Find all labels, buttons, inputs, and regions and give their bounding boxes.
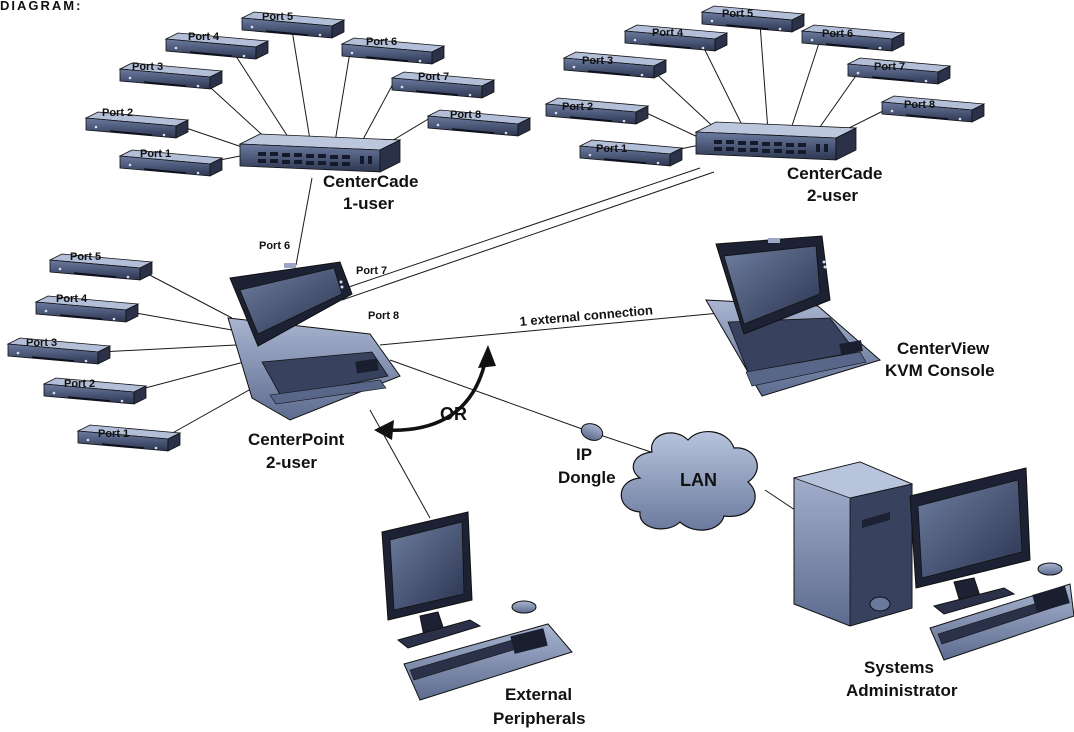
or-double-arrow	[374, 345, 496, 440]
centerpoint-name: CenterPoint	[248, 430, 345, 449]
cc1-port-label: Port 8	[450, 109, 481, 121]
cp-port-8-label: Port 8	[368, 310, 399, 322]
centercade-1-users: 1-user	[343, 194, 394, 213]
centerpoint-users: 2-user	[266, 453, 317, 472]
cc1-port-label: Port 5	[262, 11, 293, 23]
centercade-2-switch	[695, 121, 857, 161]
centerview-console	[705, 235, 882, 397]
cc2-port-label: Port 7	[874, 61, 905, 73]
cc1-port-label: Port 1	[140, 148, 171, 160]
lan-cloud	[620, 431, 758, 531]
ip-dongle	[580, 423, 604, 441]
cc2-port-label: Port 3	[582, 55, 613, 67]
external-connection-label: 1 external connection	[519, 302, 654, 329]
cc2-server-3	[563, 51, 667, 79]
diagram-header: DIAGRAM:	[0, 0, 82, 13]
lan-label: LAN	[680, 470, 717, 490]
centerview-subtitle: KVM Console	[885, 361, 995, 380]
centercade-1-switch	[239, 133, 401, 173]
systems-administrator-workstation	[792, 461, 1074, 661]
centerpoint-servers	[7, 253, 181, 452]
centerview-name: CenterView	[897, 339, 990, 358]
centercade-2-port-labels: Port 1 Port 2 Port 3 Port 4 Port 5 Port …	[562, 8, 935, 155]
centercade-2-name: CenterCade	[787, 164, 882, 183]
cc2-port-label: Port 8	[904, 99, 935, 111]
centerpoint-console	[227, 261, 401, 421]
cc1-port-label: Port 2	[102, 107, 133, 119]
cc1-port-label: Port 7	[418, 71, 449, 83]
ip-dongle-label-line2: Dongle	[558, 468, 616, 487]
cp-port-label: Port 5	[70, 251, 101, 263]
cc2-port-label: Port 6	[822, 28, 853, 40]
cc2-port-label: Port 5	[722, 8, 753, 20]
peripherals-label-line1: External	[505, 685, 572, 704]
cp-port-7-label: Port 7	[356, 265, 387, 277]
cp-port-label: Port 3	[26, 337, 57, 349]
cp-port-label: Port 1	[98, 428, 129, 440]
cc2-port-label: Port 2	[562, 101, 593, 113]
cp-port-6-label: Port 6	[259, 240, 290, 252]
cp-port-label: Port 2	[64, 378, 95, 390]
peripherals-label-line2: Peripherals	[493, 709, 586, 728]
or-label: OR	[440, 404, 467, 424]
centerpoint-port-labels: Port 5 Port 4 Port 3 Port 2 Port 1	[26, 251, 129, 440]
cc1-port-label: Port 4	[188, 31, 220, 43]
connection-lines	[99, 23, 886, 519]
centercade-2-users: 2-user	[807, 186, 858, 205]
admin-label-line1: Systems	[864, 658, 934, 677]
centercade-1-port-labels: Port 1 Port 2 Port 3 Port 4 Port 5 Port …	[102, 11, 481, 160]
cc1-port-label: Port 6	[366, 36, 397, 48]
cc1-port-label: Port 3	[132, 61, 163, 73]
cp-port-label: Port 4	[56, 293, 88, 305]
cp-server-3	[7, 337, 111, 365]
cc2-port-label: Port 4	[652, 27, 684, 39]
ip-dongle-label-line1: IP	[576, 445, 592, 464]
admin-label-line2: Administrator	[846, 681, 958, 700]
external-peripherals-workstation	[381, 511, 573, 701]
centercade-1-name: CenterCade	[323, 172, 418, 191]
cc2-port-label: Port 1	[596, 143, 627, 155]
